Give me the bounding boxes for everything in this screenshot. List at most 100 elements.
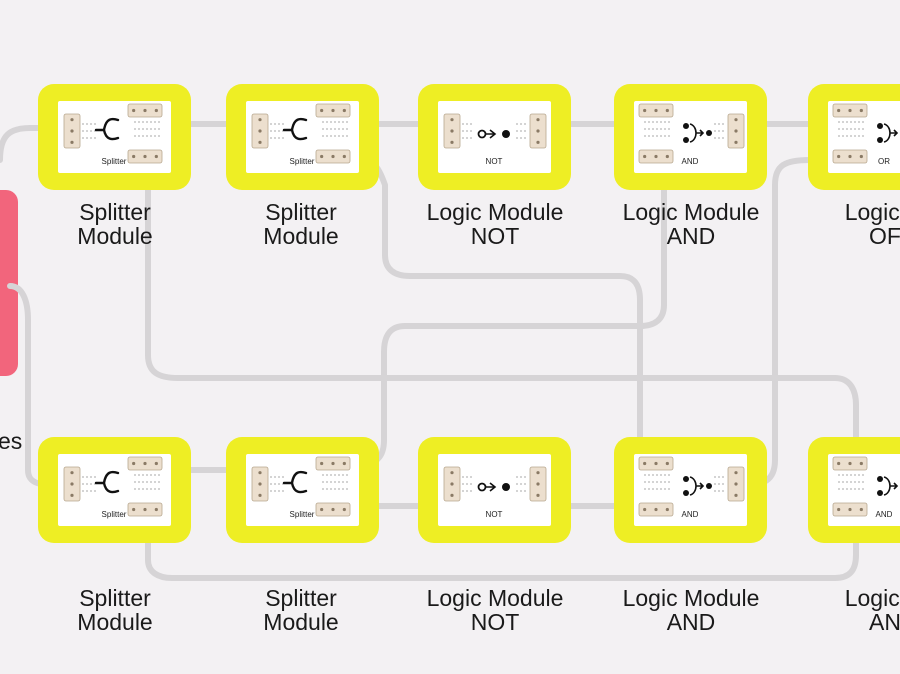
module-caption: OR xyxy=(878,157,890,166)
output-connector xyxy=(529,113,547,149)
module-caption: Splitter xyxy=(102,510,127,519)
splitter-symbol-icon xyxy=(94,117,120,141)
module-splitter-r1c2: Splitter xyxy=(226,84,379,190)
pin-traces xyxy=(838,121,866,137)
module-not-r1c3: NOT xyxy=(418,84,571,190)
and-gate-icon xyxy=(683,476,712,496)
module-caption: Splitter xyxy=(290,510,315,519)
input-connector-bottom xyxy=(638,502,674,517)
module-label-line: Splitter xyxy=(265,199,337,225)
splitter-symbol-icon xyxy=(282,117,308,141)
output-connector-top xyxy=(315,103,351,118)
module-label-line: Module xyxy=(263,223,339,249)
output-connector-top xyxy=(127,456,163,471)
module-splitter-r2c2: Splitter xyxy=(226,437,379,543)
pin-traces xyxy=(462,476,474,492)
output-connector-top xyxy=(127,103,163,118)
pin-traces xyxy=(644,121,672,137)
and-gate-icon xyxy=(683,123,712,143)
module-caption: AND xyxy=(876,510,893,519)
pin-traces xyxy=(714,476,726,492)
module-label-line: Module xyxy=(263,609,339,635)
module-and-r2c4: AND xyxy=(614,437,767,543)
input-connector-bottom xyxy=(832,502,868,517)
input-connector xyxy=(251,466,269,502)
input-connector-bottom xyxy=(638,149,674,164)
module-label: Logic MAN xyxy=(785,586,900,634)
module-label-line: Logic M xyxy=(844,585,900,611)
output-connector xyxy=(727,466,745,502)
module-caption: AND xyxy=(682,510,699,519)
input-connector-bottom xyxy=(832,149,868,164)
output-connector xyxy=(529,466,547,502)
and-gate-icon xyxy=(877,476,899,496)
pin-traces xyxy=(462,123,474,139)
module-caption: AND xyxy=(682,157,699,166)
input-connector xyxy=(443,113,461,149)
pin-traces xyxy=(714,123,726,139)
splitter-symbol-icon xyxy=(94,470,120,494)
input-connector xyxy=(251,113,269,149)
module-not-r2c3: NOT xyxy=(418,437,571,543)
module-and-r1c4: AND xyxy=(614,84,767,190)
module-caption: Splitter xyxy=(290,157,315,166)
module-board xyxy=(438,101,551,173)
module-label-line: NOT xyxy=(470,609,520,635)
module-caption: NOT xyxy=(486,157,503,166)
input-connector-top xyxy=(638,103,674,118)
module-caption: Splitter xyxy=(102,157,127,166)
or-gate-icon xyxy=(877,123,899,143)
power-module-label: es xyxy=(0,428,23,454)
module-label-line: OF xyxy=(869,223,900,249)
wire-bottom-splitter1-to-right-and xyxy=(145,517,859,581)
input-connector xyxy=(63,113,81,149)
module-or-r1c5: OR xyxy=(808,84,900,190)
module-label-line: NOT xyxy=(470,223,520,249)
not-gate-icon xyxy=(477,129,510,139)
output-connector-bottom xyxy=(315,502,351,517)
module-label-line: Logic Module xyxy=(426,199,564,225)
wire-power-to-top-splitter xyxy=(0,125,71,163)
module-label-line: Logic M xyxy=(844,199,900,225)
module-board xyxy=(438,454,551,526)
pin-traces xyxy=(516,123,528,139)
module-label-line: Logic Module xyxy=(426,585,564,611)
input-connector-top xyxy=(832,103,868,118)
pin-traces xyxy=(644,474,672,490)
module-label-line: AND xyxy=(666,223,716,249)
splitter-symbol-icon xyxy=(282,470,308,494)
module-label-line: Splitter xyxy=(265,585,337,611)
module-label-line: Logic Module xyxy=(622,199,760,225)
pin-traces xyxy=(322,474,350,490)
input-connector xyxy=(443,466,461,502)
module-label-line: Logic Module xyxy=(622,585,760,611)
output-connector-bottom xyxy=(127,149,163,164)
pin-traces xyxy=(838,474,866,490)
not-gate-icon xyxy=(477,482,510,492)
pin-traces xyxy=(516,476,528,492)
wire-top-splitter1-down-loop xyxy=(145,153,859,473)
module-caption: NOT xyxy=(486,510,503,519)
pin-traces xyxy=(322,121,350,137)
module-label-line: AND xyxy=(666,609,716,635)
input-connector-top xyxy=(832,456,868,471)
module-label-line: Module xyxy=(77,223,153,249)
module-label: Logic MOF xyxy=(785,200,900,248)
output-connector-bottom xyxy=(315,149,351,164)
module-and-r2c5: AND xyxy=(808,437,900,543)
output-connector-bottom xyxy=(127,502,163,517)
module-label-line: Module xyxy=(77,609,153,635)
output-connector xyxy=(727,113,745,149)
pin-traces xyxy=(134,474,162,490)
pin-traces xyxy=(134,121,162,137)
input-connector-top xyxy=(638,456,674,471)
